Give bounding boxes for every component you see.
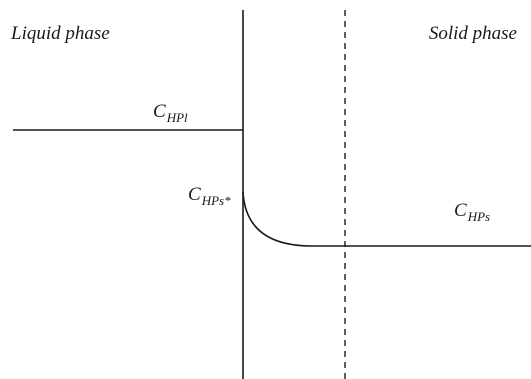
solid-concentration-label: CHPs bbox=[454, 200, 490, 223]
solid-concentration-symbol: C bbox=[454, 200, 467, 221]
interface-concentration-label: CHPs* bbox=[188, 184, 231, 207]
solid-concentration-curve bbox=[242, 191, 531, 247]
solid-concentration-subscript: HPs bbox=[467, 209, 491, 224]
interface-concentration-subscript: HPs* bbox=[201, 193, 231, 208]
liquid-concentration-subscript: HPl bbox=[166, 110, 188, 125]
liquid-concentration-symbol: C bbox=[153, 101, 166, 122]
liquid-phase-label: Liquid phase bbox=[11, 23, 110, 44]
interface-concentration-symbol: C bbox=[188, 184, 201, 205]
liquid-concentration-label: CHPl bbox=[153, 101, 188, 124]
solid-phase-label: Solid phase bbox=[428, 23, 517, 44]
